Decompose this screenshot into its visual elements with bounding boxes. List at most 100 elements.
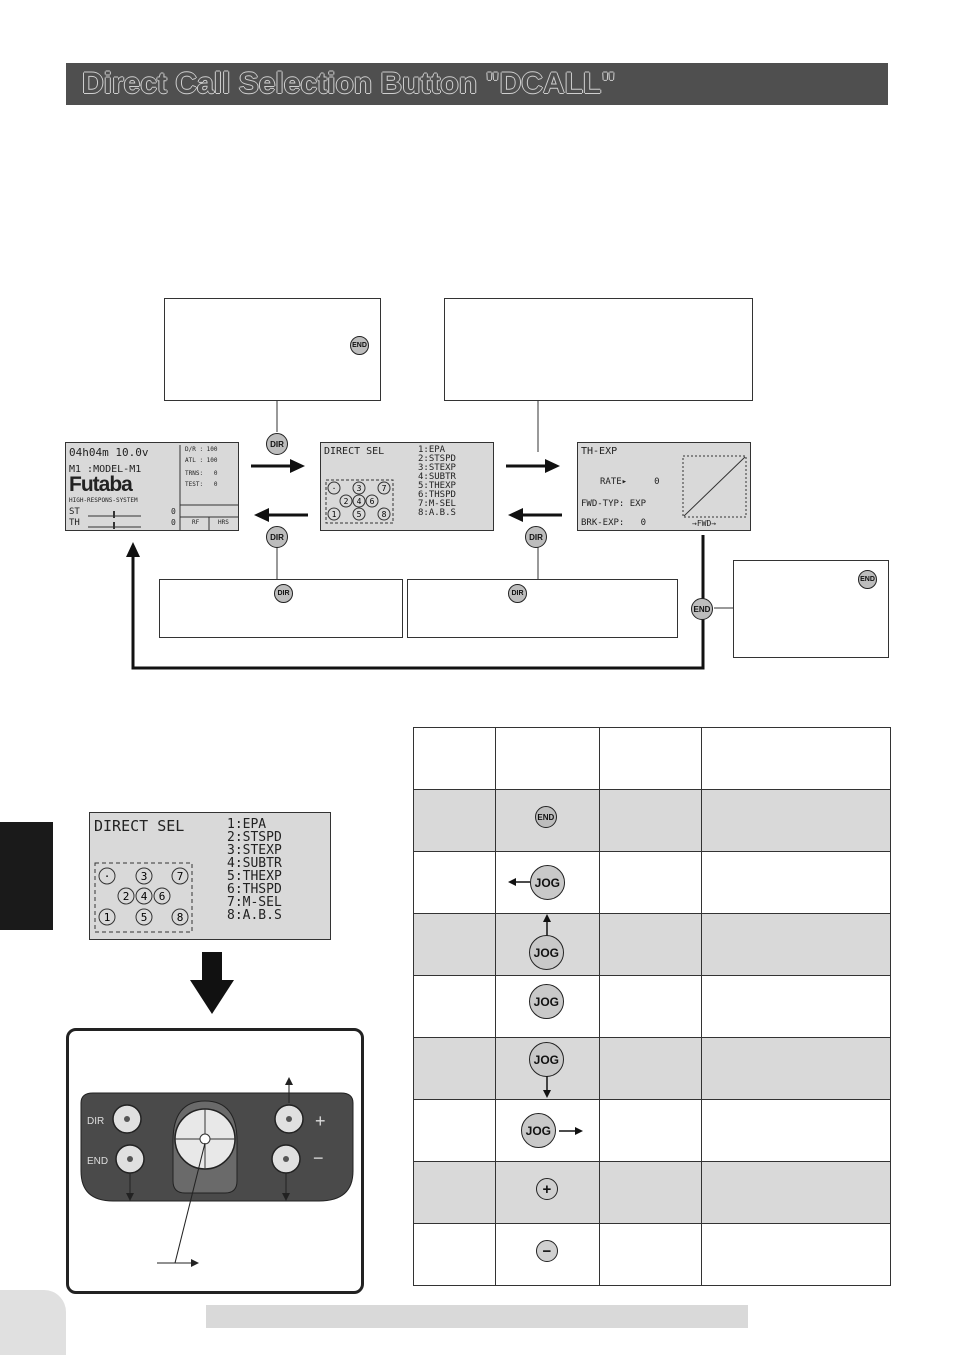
th-label: TH: [69, 518, 80, 528]
menu-item: 1:EPA: [418, 445, 446, 455]
svg-text:END: END: [87, 1156, 108, 1167]
menu-item: 4:SUBTR: [227, 856, 282, 871]
key-grid: · 3 7 2 4 6 1 5 8: [325, 479, 394, 524]
st-label: ST: [69, 507, 80, 517]
rf-indicator: RF: [192, 519, 200, 526]
th-exp-title: TH-EXP: [581, 446, 618, 457]
menu-item: 3:STEXP: [227, 843, 282, 858]
st-value: 0: [171, 507, 176, 516]
tagline: HIGH-RESPONS-SYSTEM: [69, 497, 138, 504]
callout-box-back-home: DIR: [159, 579, 403, 638]
table-row: JOG: [413, 851, 891, 914]
svg-text:7: 7: [177, 870, 184, 883]
lcd-th-exp-screen: TH-EXP RATE▸ 0 FWD-TYP: EXP BRK-EXP: 0 →…: [577, 442, 751, 531]
exp-curve-graph: [682, 455, 747, 518]
table-row: JOG: [413, 913, 891, 976]
svg-text:5: 5: [357, 510, 362, 519]
svg-text:2: 2: [344, 497, 349, 506]
down-arrow-icon: [190, 952, 234, 1014]
timer-voltage: 04h04m 10.0v: [69, 446, 149, 459]
direct-sel-title: DIRECT SEL: [324, 446, 385, 457]
svg-text:·: ·: [332, 484, 337, 493]
arrow-up-icon: [542, 914, 551, 936]
svg-text:DIR: DIR: [87, 1116, 104, 1127]
table-row: JOG: [413, 1099, 891, 1162]
dr-value: D/R : 100: [185, 446, 218, 453]
title-bar: Direct Call Selection Button "DCALL": [66, 63, 888, 105]
jog-icon: JOG: [528, 1042, 564, 1077]
menu-item: 5:THEXP: [227, 869, 282, 884]
th-value: 0: [171, 518, 176, 527]
menu-item: 2:STSPD: [227, 830, 282, 845]
arrow-down-icon: [542, 1076, 551, 1098]
table-header-row: [413, 727, 891, 790]
lcd-direct-sel-large: DIRECT SEL 1:EPA 2:STSPD 3:STEXP 4:SUBTR…: [89, 812, 331, 940]
futaba-logo: Futaba: [69, 473, 133, 496]
svg-text:1: 1: [104, 911, 111, 924]
svg-text:6: 6: [370, 497, 375, 506]
lcd-home-screen: 04h04m 10.0v D/R : 100 ATL : 100 M1 :MOD…: [65, 442, 239, 531]
arrow-right-icon: [558, 1127, 583, 1135]
arrow-left-icon: [507, 878, 530, 886]
test-value: TEST: 0: [185, 481, 218, 488]
end-icon: END: [534, 806, 557, 828]
jog-icon: JOG: [528, 984, 564, 1019]
brk-exp-value: BRK-EXP: 0: [581, 518, 647, 528]
table-row: −: [413, 1223, 891, 1286]
jog-icon: JOG: [528, 935, 564, 970]
callout-box-back-direct: DIR: [407, 579, 678, 638]
svg-text:2: 2: [123, 890, 130, 903]
section-tab: [0, 822, 53, 930]
svg-text:1: 1: [332, 510, 337, 519]
svg-text:3: 3: [357, 484, 362, 493]
callout-box-home: END: [164, 298, 381, 401]
table-row: JOG: [413, 1037, 891, 1100]
svg-text:6: 6: [159, 890, 166, 903]
dir-icon: DIR: [266, 433, 288, 455]
menu-item: 8:A.B.S: [227, 908, 282, 923]
callout-box-direct-sel: [444, 298, 753, 401]
trns-value: TRNS: 0: [185, 470, 218, 477]
svg-text:·: ·: [104, 870, 111, 883]
table-row: END: [413, 789, 891, 852]
fwd-indicator: →FWD→: [692, 519, 717, 528]
page-title: Direct Call Selection Button "DCALL": [82, 67, 616, 100]
svg-text:5: 5: [141, 911, 148, 924]
dir-icon: DIR: [266, 526, 288, 548]
fwd-typ-value: FWD-TYP: EXP: [581, 499, 647, 509]
table-row: JOG: [413, 975, 891, 1038]
svg-text:4: 4: [141, 890, 148, 903]
menu-item: 3:STEXP: [418, 463, 456, 473]
page-number-tab: [0, 1290, 66, 1355]
footer-bar: [206, 1305, 748, 1328]
menu-item: 6:THSPD: [227, 882, 282, 897]
table-row: +: [413, 1161, 891, 1224]
rate-value: RATE▸ 0: [600, 477, 660, 487]
menu-item: 6:THSPD: [418, 490, 456, 500]
end-icon: END: [858, 570, 877, 589]
transmitter-panel: DIR END + −: [66, 1028, 364, 1294]
operations-table: END JOG JOG JOG JOG JOG: [413, 727, 891, 1286]
model-name: M1 :MODEL-M1: [69, 464, 142, 475]
menu-item: 2:STSPD: [418, 454, 456, 464]
flow-diagram-lines: [126, 400, 733, 670]
menu-item: 7:M-SEL: [418, 499, 456, 509]
svg-text:+: +: [315, 1111, 326, 1131]
menu-item: 8:A.B.S: [418, 508, 456, 518]
callout-box-end: END: [733, 560, 889, 658]
hrs-indicator: HRS: [218, 519, 229, 526]
svg-text:7: 7: [382, 484, 387, 493]
lcd-direct-sel-screen: DIRECT SEL 1:EPA 2:STSPD 3:STEXP 4:SUBTR…: [320, 442, 494, 531]
svg-text:−: −: [313, 1148, 324, 1168]
svg-text:4: 4: [357, 497, 362, 506]
direct-sel-title: DIRECT SEL: [94, 817, 185, 835]
svg-text:3: 3: [141, 870, 148, 883]
jog-icon: JOG: [520, 1113, 556, 1148]
menu-item: 1:EPA: [227, 817, 267, 832]
jog-icon: JOG: [529, 865, 565, 900]
svg-text:8: 8: [382, 510, 387, 519]
plus-icon: +: [535, 1178, 558, 1200]
dir-icon: DIR: [274, 584, 293, 603]
dir-icon: DIR: [508, 584, 527, 603]
menu-item: 4:SUBTR: [418, 472, 456, 482]
